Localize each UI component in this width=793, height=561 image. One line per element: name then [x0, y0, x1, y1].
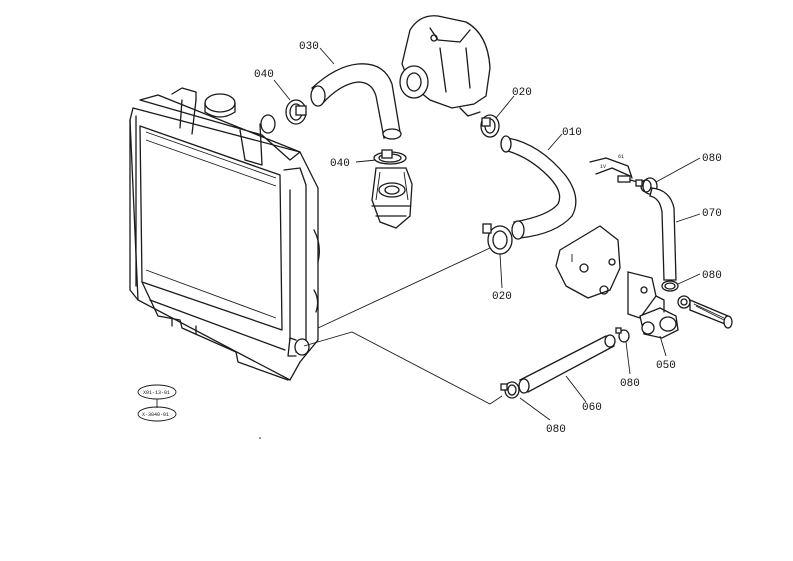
thermostat-housing [371, 149, 413, 229]
callout-070: 070 [702, 208, 722, 220]
hose-clamp-020-upper [480, 114, 500, 138]
callout-080-mid: 080 [702, 270, 722, 282]
reference-tags: X01-13-01 X-3040-01 [137, 384, 261, 439]
hose-clamp-080-bottom [500, 381, 520, 399]
callout-030: 030 [299, 41, 319, 53]
radiator [129, 87, 320, 381]
callout-040-upper: 040 [254, 69, 274, 81]
upper-hose-030 [310, 63, 402, 140]
ref-tag-bottom-oval [137, 406, 177, 422]
hose-010 [500, 135, 577, 240]
hose-clamp-080-lower [615, 327, 630, 343]
callout-020-upper: 020 [512, 87, 532, 99]
hose-060 [518, 334, 616, 394]
callout-060: 060 [582, 402, 602, 414]
callout-labels: 030 040 040 020 010 080 070 080 020 050 … [254, 41, 722, 436]
callout-080-lower: 080 [620, 378, 640, 390]
hose-070 [649, 187, 677, 281]
callout-080-bottom: 080 [546, 424, 566, 436]
svg-text:1V: 1V [600, 164, 606, 170]
leader-radiator-bottom [303, 331, 503, 405]
drain-fitting-050 [627, 271, 733, 339]
svg-text:61: 61 [618, 154, 624, 160]
water-pump-flange [399, 15, 491, 117]
callout-040-thermostat: 040 [330, 158, 350, 170]
callout-leaders [273, 47, 701, 421]
hose-clamp-040-upper [285, 99, 307, 125]
hose-clamp-080-mid [661, 280, 679, 292]
callout-010: 010 [562, 127, 582, 139]
engine-block-boss [555, 225, 621, 299]
callout-080-upper: 080 [702, 153, 722, 165]
ref-tag-top: X01-13-01 [143, 390, 170, 396]
leader-020-radiator [317, 247, 491, 329]
ref-tag-bottom: X-3040-01 [142, 412, 169, 418]
callout-020-lower: 020 [492, 291, 512, 303]
callout-050: 050 [656, 360, 676, 372]
